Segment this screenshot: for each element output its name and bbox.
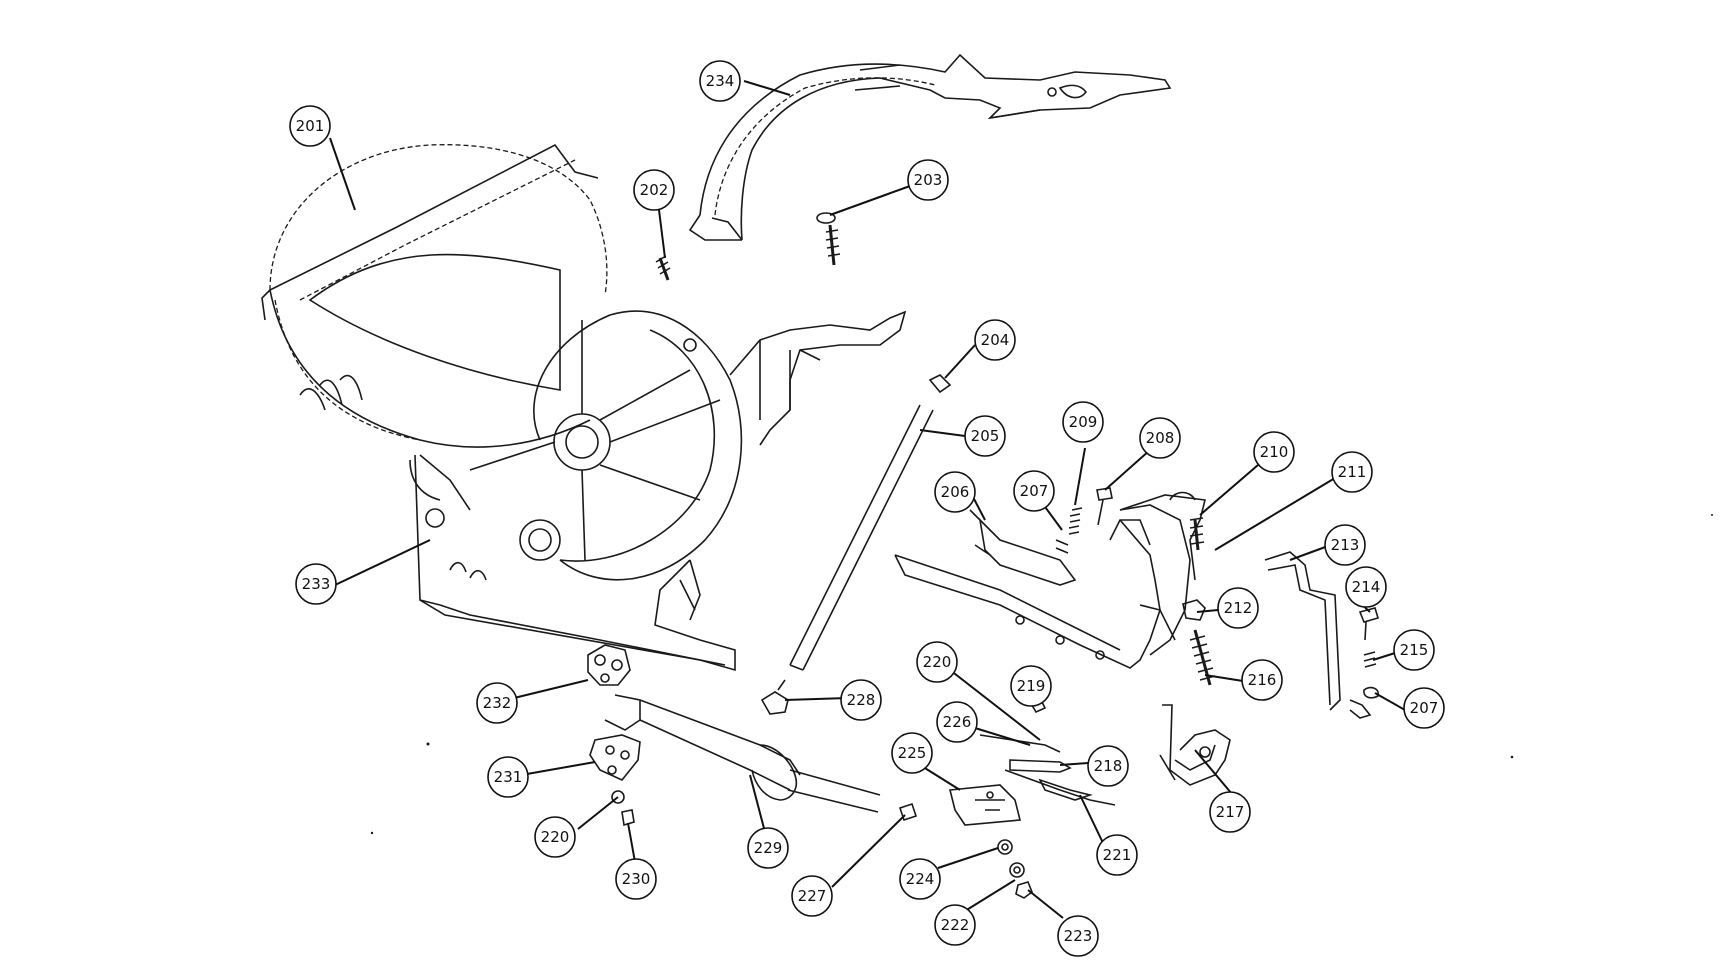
callout-label: 213 bbox=[1331, 536, 1360, 554]
callout-227: 227 bbox=[791, 875, 833, 917]
callout-label: 217 bbox=[1216, 803, 1245, 821]
callout-207-right: 207 bbox=[1403, 687, 1445, 729]
callout-label: 232 bbox=[483, 694, 512, 712]
part-rod bbox=[789, 374, 952, 671]
callout-215: 215 bbox=[1393, 629, 1435, 671]
callout-222: 222 bbox=[934, 904, 976, 946]
callout-label: 221 bbox=[1103, 846, 1132, 864]
callout-204: 204 bbox=[974, 319, 1016, 361]
callout-226: 226 bbox=[936, 701, 978, 743]
scan-specks bbox=[370, 514, 1713, 835]
part-hardware-right bbox=[1358, 607, 1380, 699]
callout-label: 202 bbox=[640, 181, 669, 199]
callout-label: 216 bbox=[1248, 671, 1277, 689]
part-upper-guard-arm bbox=[688, 53, 1172, 241]
callout-212: 212 bbox=[1217, 587, 1259, 629]
callout-209: 209 bbox=[1062, 401, 1104, 443]
callout-206: 206 bbox=[934, 471, 976, 513]
callout-221: 221 bbox=[1096, 834, 1138, 876]
part-blade-guard bbox=[261, 143, 608, 448]
callout-232: 232 bbox=[476, 682, 518, 724]
callout-228: 228 bbox=[840, 679, 882, 721]
callout-223: 223 bbox=[1057, 915, 1099, 957]
callout-203: 203 bbox=[907, 159, 949, 201]
callout-label: 214 bbox=[1352, 578, 1381, 596]
callout-label: 203 bbox=[914, 171, 943, 189]
callout-216: 216 bbox=[1241, 659, 1283, 701]
leader-lines bbox=[329, 80, 1406, 919]
callout-220-left: 220 bbox=[534, 816, 576, 858]
callout-201: 201 bbox=[289, 105, 331, 147]
callout-225: 225 bbox=[891, 732, 933, 774]
callout-label: 210 bbox=[1260, 443, 1289, 461]
callout-label: 219 bbox=[1017, 677, 1046, 695]
callout-label: 229 bbox=[754, 839, 783, 857]
callout-230: 230 bbox=[615, 858, 657, 900]
part-fitting-228 bbox=[760, 679, 789, 715]
callout-217: 217 bbox=[1209, 791, 1251, 833]
callout-label: 225 bbox=[898, 744, 927, 762]
callout-210: 210 bbox=[1253, 431, 1295, 473]
callout-231: 231 bbox=[487, 756, 529, 798]
callout-label: 201 bbox=[296, 117, 325, 135]
callout-224: 224 bbox=[899, 858, 941, 900]
callout-label: 227 bbox=[798, 887, 827, 905]
callout-214: 214 bbox=[1345, 566, 1387, 608]
callout-label: 230 bbox=[622, 870, 651, 888]
callout-label: 207 bbox=[1410, 699, 1439, 717]
callout-233: 233 bbox=[295, 563, 337, 605]
part-washers-nuts bbox=[997, 839, 1033, 899]
callout-205: 205 bbox=[964, 415, 1006, 457]
part-pivot-bracket bbox=[1159, 704, 1231, 786]
part-springs-upper bbox=[1055, 487, 1113, 554]
callout-label: 220 bbox=[541, 828, 570, 846]
callout-label: 220 bbox=[923, 653, 952, 671]
callout-label: 234 bbox=[706, 72, 735, 90]
callout-label: 207 bbox=[1020, 482, 1049, 500]
callout-label: 233 bbox=[302, 575, 331, 593]
callout-213: 213 bbox=[1324, 524, 1366, 566]
callout-label: 215 bbox=[1400, 641, 1429, 659]
callout-208: 208 bbox=[1139, 417, 1181, 459]
callout-label: 231 bbox=[494, 768, 523, 786]
part-bracket-206 bbox=[894, 504, 1191, 669]
callout-label: 224 bbox=[906, 870, 935, 888]
callout-label: 204 bbox=[981, 331, 1010, 349]
callout-211: 211 bbox=[1331, 451, 1373, 493]
callout-229: 229 bbox=[747, 827, 789, 869]
callout-202: 202 bbox=[633, 169, 675, 211]
callout-label: 222 bbox=[941, 916, 970, 934]
callout-220-center: 220 bbox=[916, 641, 958, 683]
part-motor-housing bbox=[409, 310, 907, 672]
callout-label: 206 bbox=[941, 483, 970, 501]
callout-label: 208 bbox=[1146, 429, 1175, 447]
callout-234: 234 bbox=[699, 60, 741, 102]
callout-label: 226 bbox=[943, 713, 972, 731]
part-bolt-203 bbox=[816, 212, 841, 266]
callout-label: 223 bbox=[1064, 927, 1093, 945]
callout-label: 211 bbox=[1338, 463, 1367, 481]
part-latch-assembly bbox=[948, 696, 1116, 826]
callout-218: 218 bbox=[1087, 745, 1129, 787]
part-bent-rod-213 bbox=[1264, 551, 1372, 719]
callout-label: 228 bbox=[847, 691, 876, 709]
part-screw-202 bbox=[655, 255, 671, 281]
callout-207: 207 bbox=[1013, 470, 1055, 512]
callout-label: 212 bbox=[1224, 599, 1253, 617]
part-mounting-plate bbox=[1119, 491, 1206, 581]
callout-label: 205 bbox=[971, 427, 1000, 445]
callout-219: 219 bbox=[1010, 665, 1052, 707]
callout-label: 209 bbox=[1069, 413, 1098, 431]
part-cylinder-assembly bbox=[587, 644, 881, 827]
callout-label: 218 bbox=[1094, 757, 1123, 775]
